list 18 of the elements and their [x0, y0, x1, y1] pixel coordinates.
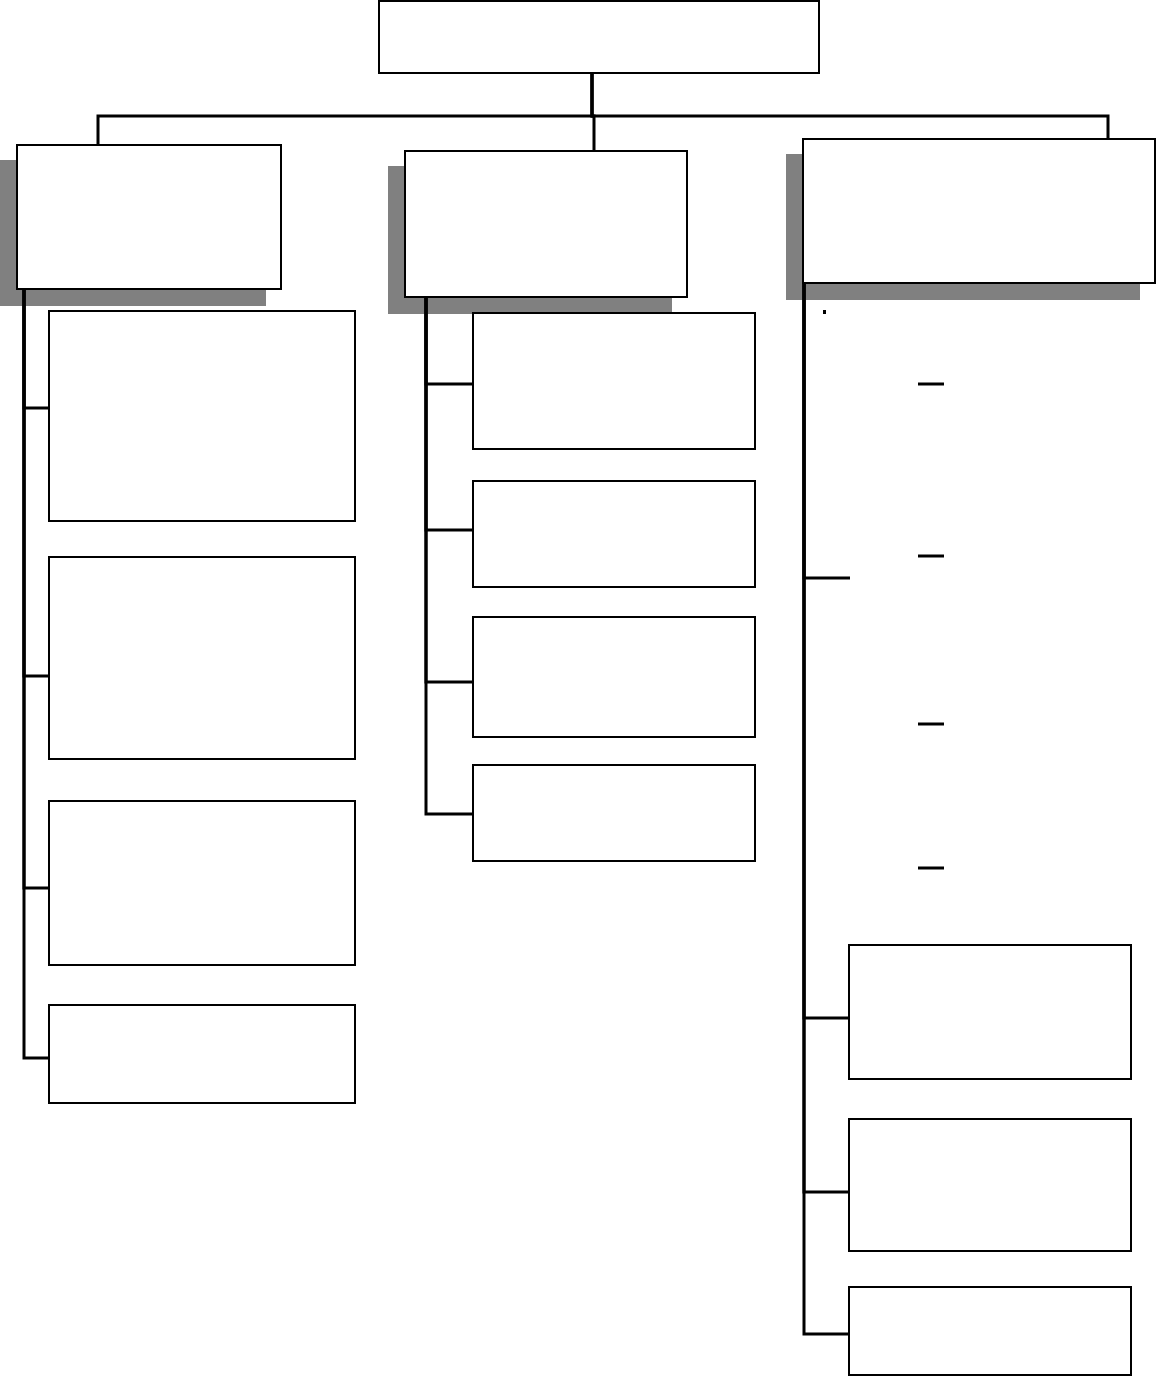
empty-box: [848, 1286, 1132, 1376]
empty-box: [48, 556, 356, 760]
empty-box: [48, 800, 356, 966]
empty-box: [472, 764, 756, 862]
empty-box: [848, 944, 1132, 1080]
empty-box: [378, 0, 820, 74]
shadowed-box: [404, 150, 688, 298]
empty-box: [48, 310, 356, 522]
shadowed-box: [802, 138, 1156, 284]
shadowed-box: [16, 144, 282, 290]
empty-box: [848, 1118, 1132, 1252]
empty-box: [472, 616, 756, 738]
connector-line: [424, 298, 472, 816]
empty-box: [472, 480, 756, 588]
connector-line: [22, 290, 48, 1060]
empty-box: [48, 1004, 356, 1104]
connector-line: [590, 74, 1110, 138]
empty-box: [472, 312, 756, 450]
